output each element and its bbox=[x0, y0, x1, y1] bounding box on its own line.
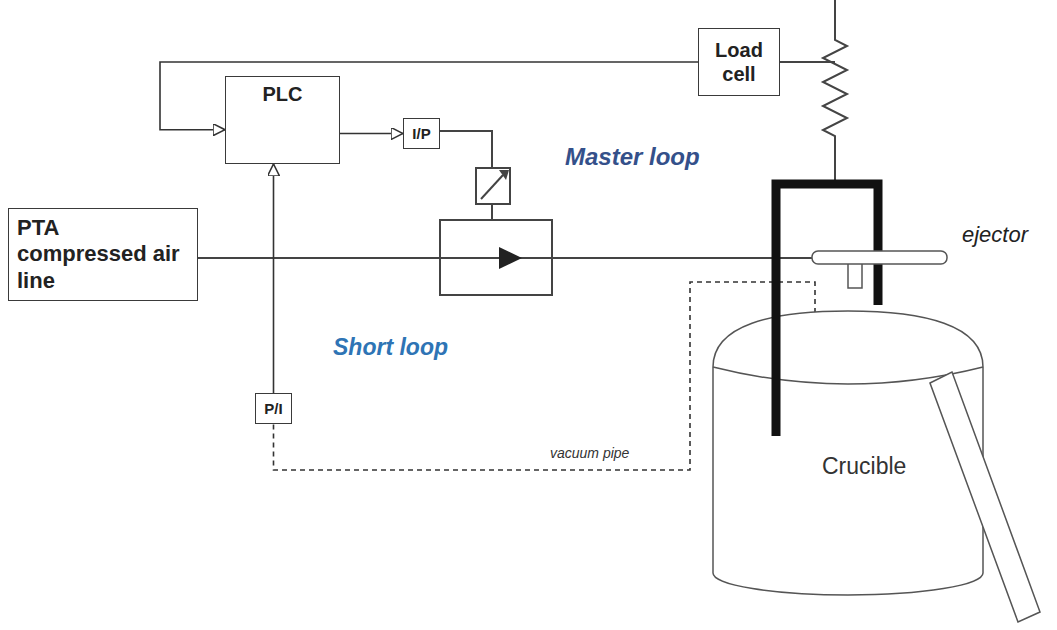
variable-arrow bbox=[481, 175, 503, 199]
crucible-body bbox=[713, 311, 983, 595]
valve-stem bbox=[491, 204, 493, 220]
flow-arrowhead bbox=[499, 247, 522, 269]
pouring-pipe bbox=[930, 372, 1040, 622]
box-label: PTA compressed air line bbox=[17, 215, 189, 294]
loop-label: Short loop bbox=[333, 334, 448, 362]
crucible-vessel: Crucible bbox=[712, 305, 984, 605]
transducer-box: P/I bbox=[255, 393, 292, 424]
ejector-stub bbox=[848, 262, 862, 288]
variable-arrowhead bbox=[499, 170, 509, 180]
ejector-tube bbox=[812, 251, 947, 264]
signal-wire bbox=[440, 131, 492, 168]
box-label: Load cell bbox=[702, 38, 776, 86]
hanging-frame bbox=[776, 184, 878, 436]
plc-box: PLC bbox=[225, 76, 340, 164]
air-supply-box: PTA compressed air line bbox=[8, 208, 198, 301]
signal-line bbox=[273, 164, 275, 393]
box-label: PLC bbox=[232, 82, 333, 106]
box-label: P/I bbox=[264, 400, 282, 418]
loop-label: Master loop bbox=[565, 143, 700, 172]
valve-flow bbox=[440, 257, 552, 259]
melt-surface bbox=[713, 367, 983, 384]
valve-body bbox=[440, 220, 552, 295]
box-label: I/P bbox=[412, 125, 430, 143]
spring-symbol bbox=[823, 0, 847, 182]
transducer-box: I/P bbox=[403, 118, 440, 149]
signal-line bbox=[340, 133, 403, 135]
part-label: ejector bbox=[962, 222, 1028, 248]
vessel-label: Crucible bbox=[822, 453, 984, 481]
air-line bbox=[198, 257, 440, 259]
load-cell-box: Load cell bbox=[698, 28, 780, 96]
valve-actuator bbox=[476, 168, 510, 204]
air-line bbox=[552, 257, 815, 259]
load-cell-wire bbox=[780, 61, 835, 63]
pipe-label: vacuum pipe bbox=[550, 445, 629, 462]
